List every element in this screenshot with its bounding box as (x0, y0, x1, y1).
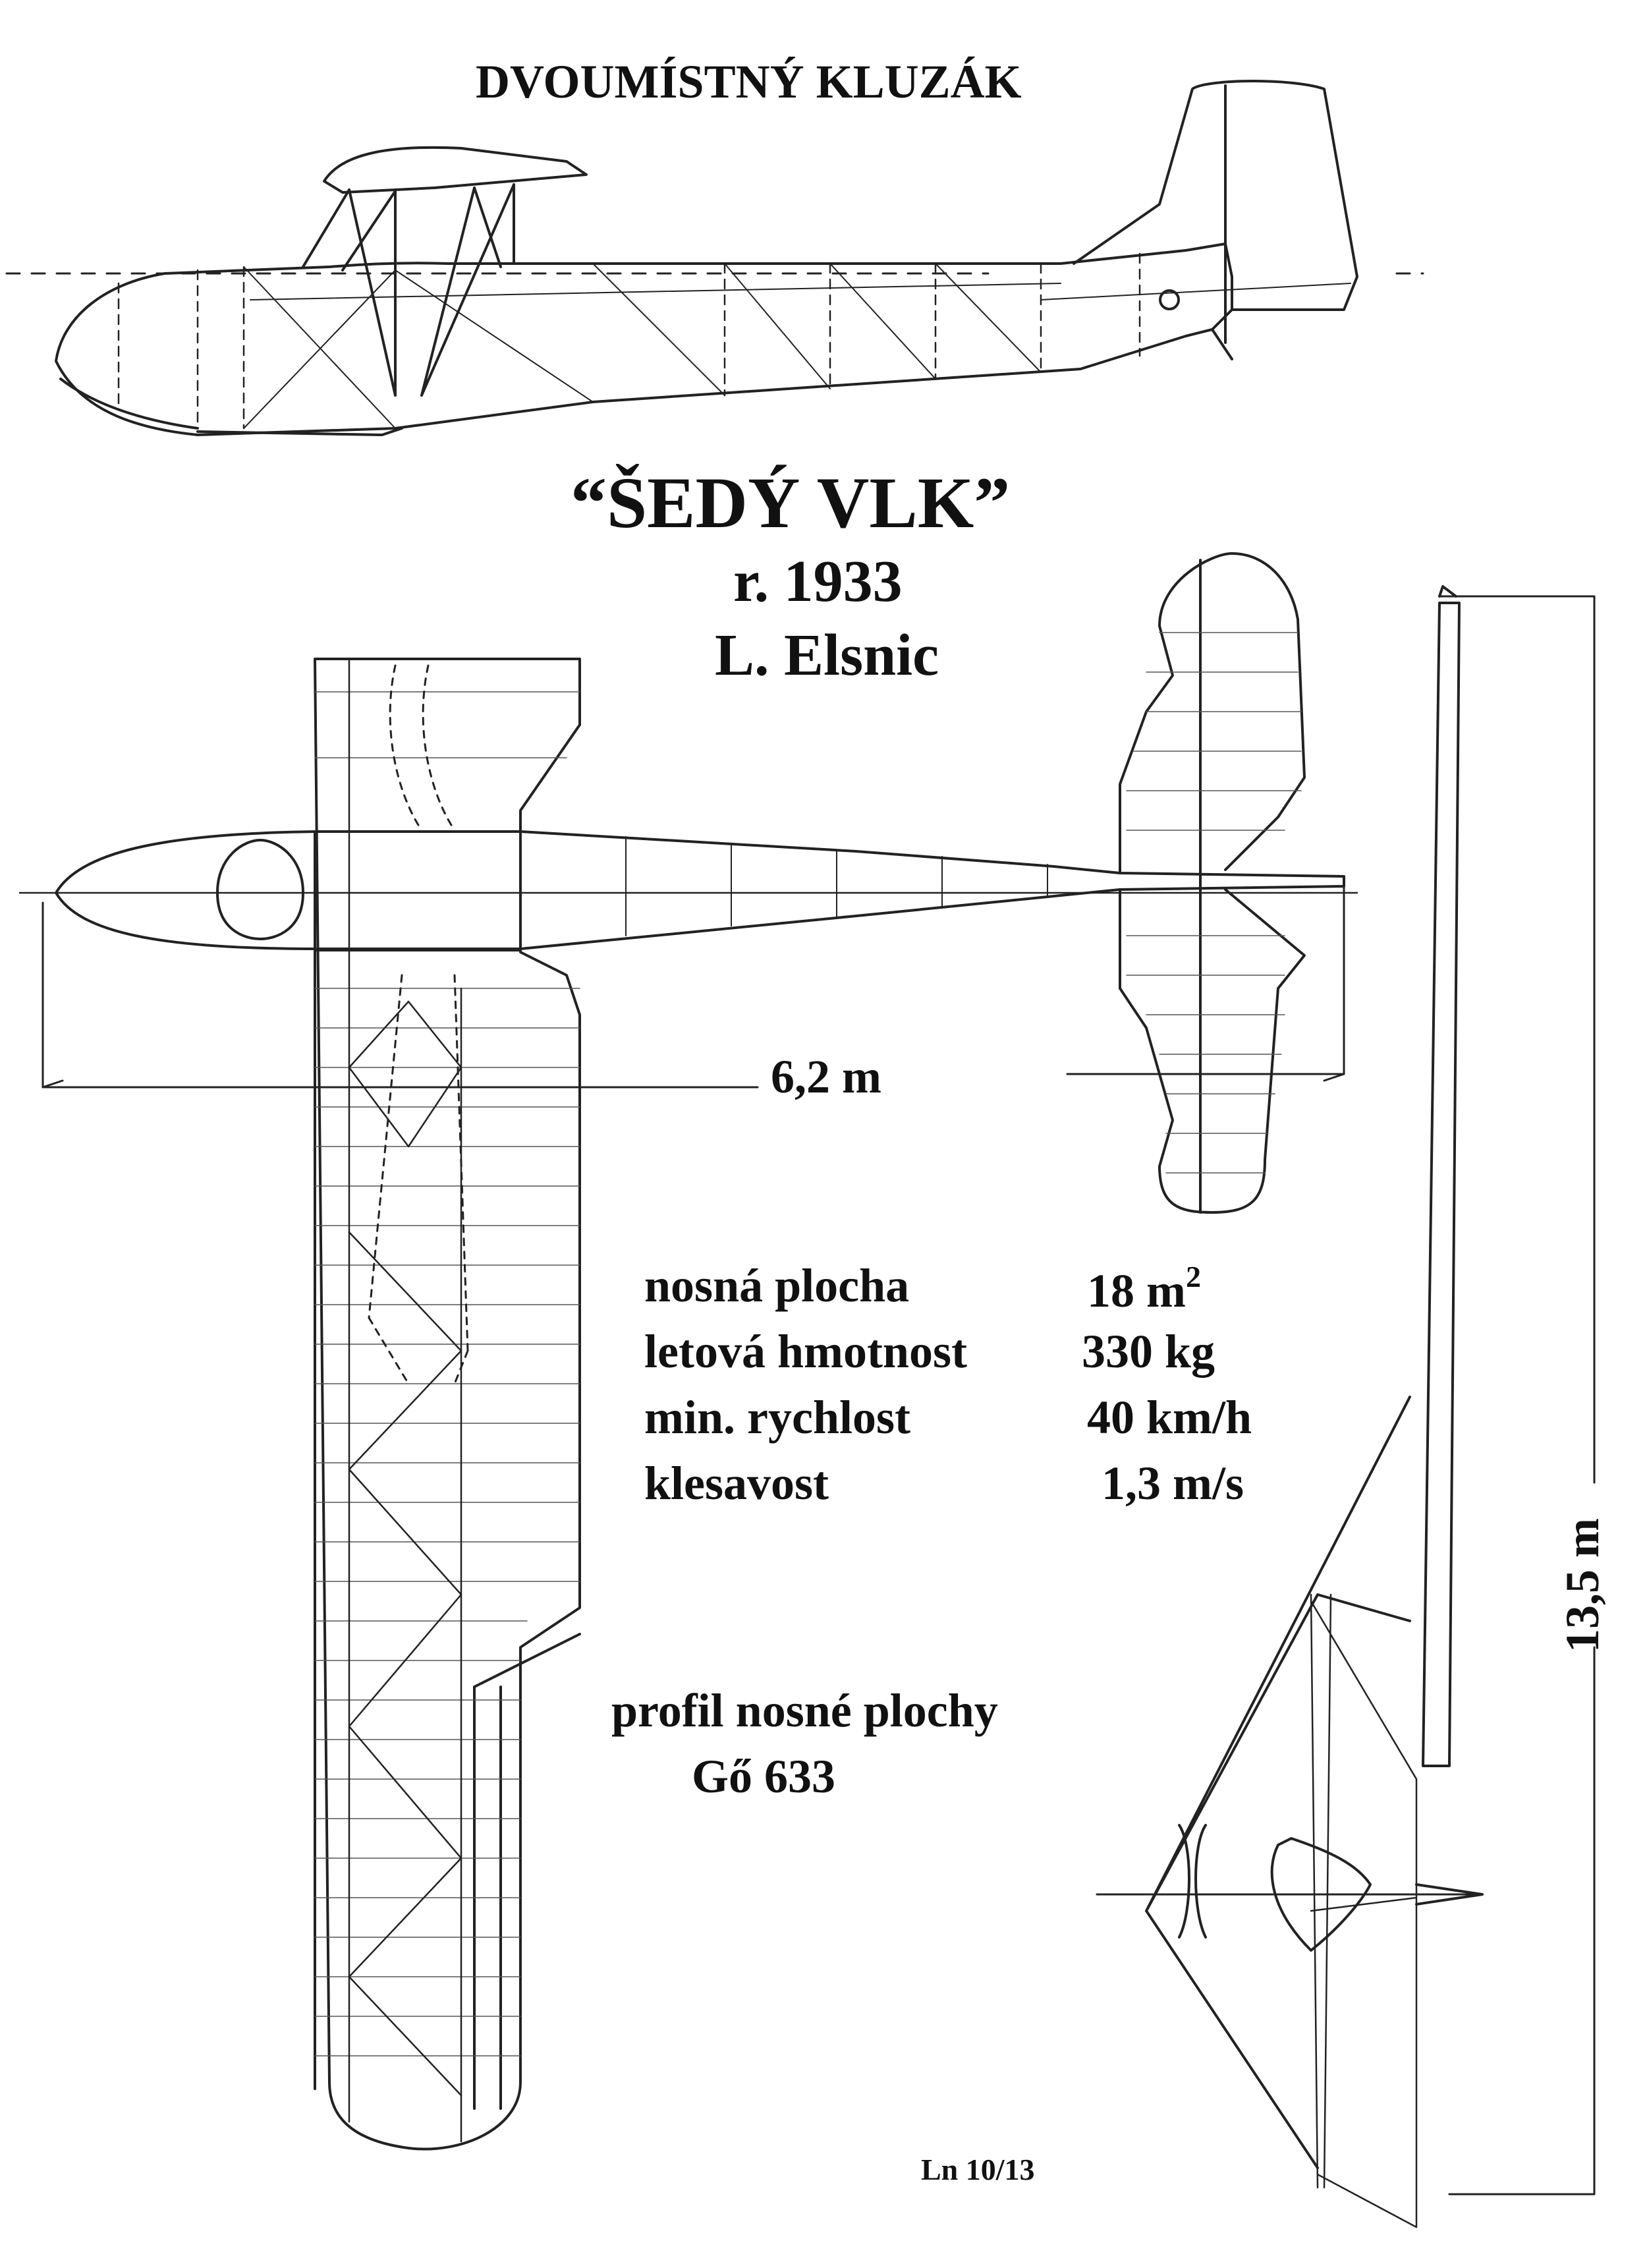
spec-row: min. rychlost 40 km/h (644, 1394, 1343, 1453)
spec-value: 18 m2 (1087, 1262, 1201, 1315)
front-bracing-triangle (1145, 1396, 1411, 2169)
side-fuselage-outline (55, 242, 1233, 436)
front-struts (1310, 1593, 1418, 2228)
front-fuselage-section (1270, 1837, 1372, 1952)
spec-value-superscript: 2 (1185, 1260, 1201, 1293)
front-view (1096, 585, 1596, 2228)
span-dimension-label: 13,5 m (1555, 1518, 1609, 1653)
top-wing-bracing (348, 1000, 462, 2097)
side-view (5, 80, 1424, 436)
side-frames (117, 252, 1141, 430)
top-fuselage-frames (625, 836, 1048, 936)
spec-value: 40 km/h (1087, 1391, 1252, 1444)
spec-row: klesavost 1,3 m/s (644, 1460, 1343, 1519)
top-canopy (216, 839, 304, 940)
span-dimension-line (1438, 595, 1596, 2196)
top-aileron (473, 1633, 581, 2110)
top-tailplane-ribs (1126, 632, 1302, 1174)
title-year: r. 1933 (733, 549, 903, 614)
title-category: DVOUMÍSTNÝ KLUZÁK (476, 55, 1022, 108)
title-glider-name: “ŠEDÝ VLK” (571, 463, 1011, 543)
spec-label: min. rychlost (644, 1391, 910, 1444)
front-wing (1422, 602, 1461, 1767)
spec-value: 1,3 m/s (1102, 1457, 1244, 1510)
spec-row: nosná plocha 18 m2 (644, 1262, 1343, 1321)
side-wing-profile (323, 146, 588, 194)
top-fuselage-outline (55, 830, 1345, 950)
title-designer: L. Elsnic (715, 623, 939, 688)
side-bracing (243, 263, 1042, 429)
length-dimension-label: 6,2 m (771, 1050, 881, 1103)
side-longerons (250, 283, 1351, 300)
spec-value: 330 kg (1082, 1325, 1215, 1378)
top-view (18, 552, 1358, 2151)
spec-label: nosná plocha (644, 1259, 910, 1312)
side-fin (1073, 80, 1358, 311)
length-dimension-lines (42, 882, 1345, 1089)
spec-table: nosná plocha 18 m2 letová hmotnost 330 k… (644, 1262, 1343, 1539)
top-wing-strut-dashes (368, 664, 469, 1385)
top-tailplane-lower (1119, 888, 1306, 1214)
top-tailplane-upper (1119, 552, 1306, 874)
side-tailskid (1211, 328, 1233, 360)
top-wing-spars (348, 658, 462, 2143)
airfoil-label: profil nosné plochy (611, 1684, 998, 1737)
front-landing-gear (1178, 1824, 1207, 1939)
front-wing-tip (1438, 585, 1457, 598)
spec-row: letová hmotnost 330 kg (644, 1328, 1343, 1387)
spec-value-text: 18 m (1087, 1264, 1186, 1317)
spec-label: letová hmotnost (644, 1325, 967, 1378)
top-center-section (314, 830, 522, 951)
top-wing-ribs (314, 691, 580, 2056)
airfoil-name: Gő 633 (692, 1750, 836, 1803)
side-cabane-struts (302, 183, 515, 397)
spec-label: klesavost (644, 1457, 829, 1510)
front-fin (1415, 1883, 1484, 1906)
source-footer: Ln 10/13 (921, 2153, 1035, 2186)
side-tail-hole (1159, 289, 1180, 310)
top-wing-outline (314, 658, 581, 2151)
side-skid (196, 427, 403, 436)
side-nose-underline (59, 378, 199, 430)
